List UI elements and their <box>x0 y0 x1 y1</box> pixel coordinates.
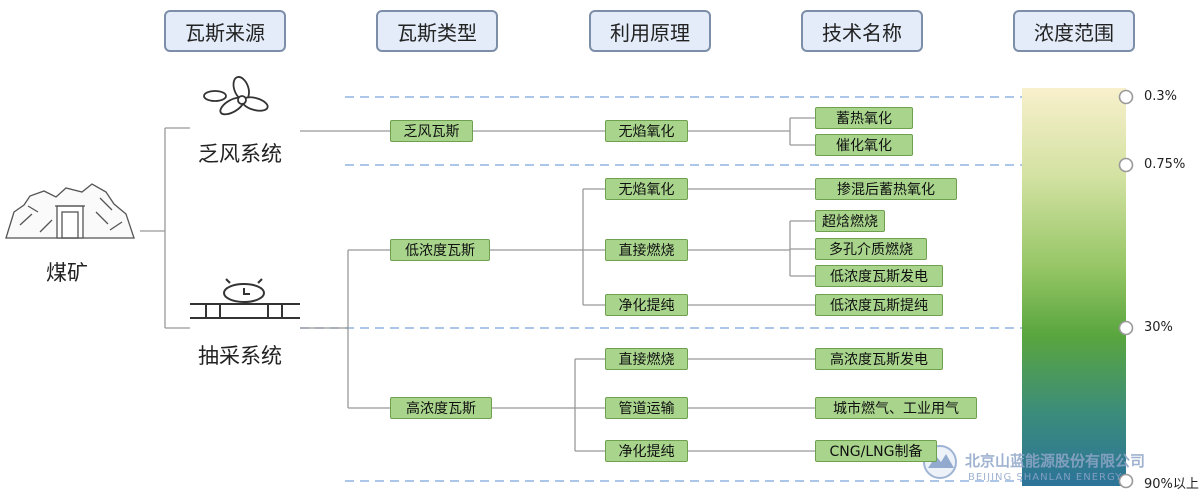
tech-catalytic-oxidation: 催化氧化 <box>815 134 913 156</box>
tech-city-industrial-gas: 城市燃气、工业用气 <box>815 397 977 419</box>
gas-type-high-concentration: 高浓度瓦斯 <box>390 397 492 419</box>
concentration-gradient-bar <box>1022 88 1126 486</box>
principle-high-pipeline: 管道运输 <box>605 397 688 419</box>
tech-porous-media-combustion: 多孔介质燃烧 <box>815 238 927 260</box>
source-label-ventilation: 乏风系统 <box>198 142 282 166</box>
tech-blended-regenerative-oxidation: 掺混后蓄热氧化 <box>815 178 957 200</box>
connector-lines <box>140 117 815 452</box>
watermark-company-name: 北京山蓝能源股份有限公司 <box>965 452 1146 470</box>
concentration-label-0.75: 0.75% <box>1144 157 1186 172</box>
principle-high-combustion: 直接燃烧 <box>605 348 688 370</box>
header-concentration-range: 浓度范围 <box>1013 10 1135 52</box>
gas-type-ventilation: 乏风瓦斯 <box>390 120 473 142</box>
principle-vent-flameless: 无焰氧化 <box>605 120 688 142</box>
concentration-markers <box>1118 89 1134 489</box>
header-gas-source: 瓦斯来源 <box>164 10 286 52</box>
gas-type-low-concentration: 低浓度瓦斯 <box>390 239 490 261</box>
principle-low-flameless: 无焰氧化 <box>605 178 688 200</box>
header-principle: 利用原理 <box>589 10 711 52</box>
tech-regenerative-oxidation: 蓄热氧化 <box>815 107 913 129</box>
tech-high-concentration-power: 高浓度瓦斯发电 <box>815 348 943 370</box>
concentration-label-0.3: 0.3% <box>1144 89 1178 104</box>
principle-low-purify: 净化提纯 <box>605 294 688 316</box>
threshold-lines <box>300 96 1120 482</box>
source-label-mine: 煤矿 <box>46 261 88 285</box>
tech-super-adiabatic-combustion: 超焓燃烧 <box>815 210 885 232</box>
marker-circle-0.75 <box>1118 157 1134 173</box>
marker-circle-90 <box>1118 473 1134 489</box>
header-gas-type: 瓦斯类型 <box>376 10 498 52</box>
concentration-label-90: 90%以上 <box>1144 477 1199 492</box>
mine-icon <box>5 183 135 239</box>
fan-icon <box>203 76 269 116</box>
tech-low-concentration-purification: 低浓度瓦斯提纯 <box>815 294 943 316</box>
tech-cng-lng-production: CNG/LNG制备 <box>815 440 937 462</box>
marker-circle-30 <box>1118 320 1134 336</box>
extraction-pump-icon <box>190 278 300 319</box>
watermark-company-subtitle: BEIJING SHANLAN ENERGY <box>968 472 1123 483</box>
tech-low-concentration-power: 低浓度瓦斯发电 <box>815 265 943 287</box>
principle-high-purify: 净化提纯 <box>605 440 688 462</box>
concentration-label-30: 30% <box>1144 320 1173 335</box>
marker-circle-0.3 <box>1118 89 1134 105</box>
principle-low-combustion: 直接燃烧 <box>605 239 688 261</box>
source-label-extraction: 抽采系统 <box>198 344 282 368</box>
header-technology: 技术名称 <box>801 10 923 52</box>
